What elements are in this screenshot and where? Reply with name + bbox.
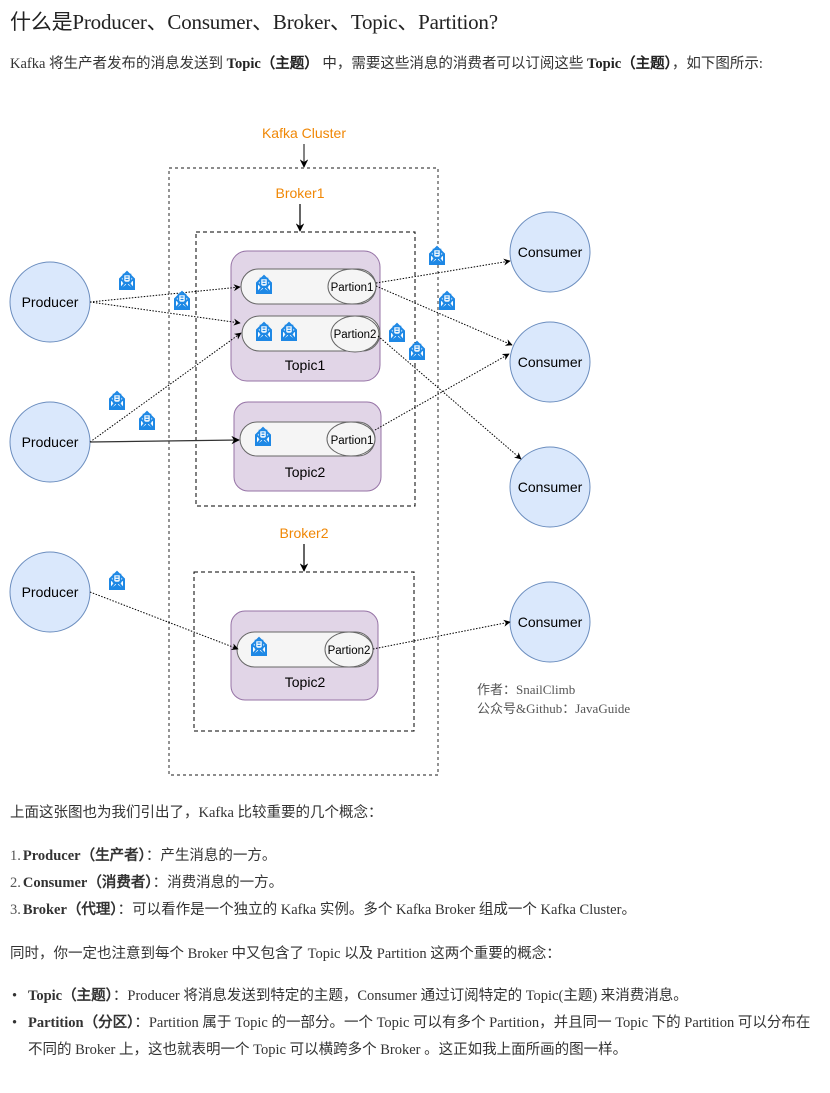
intro-text-3: ，如下图所示:: [671, 56, 763, 72]
producer-label-2: Producer: [22, 434, 79, 450]
consumer-label-1: Consumer: [518, 244, 583, 260]
credit-author: 作者：SnailClimb: [477, 682, 575, 697]
broker2-topic2-partition2-head: [324, 631, 374, 668]
arrow-producer1-to-t1p2: [89, 301, 241, 326]
broker1-topic2-label: Topic2: [285, 464, 326, 480]
arrow-t1p2-to-consumer3: [377, 335, 522, 460]
topic1-partition1-label: Partion1: [331, 282, 374, 294]
list-number: 1.: [10, 848, 21, 864]
consumer-node-1: [509, 211, 591, 293]
message-icon: [174, 291, 190, 310]
broker1-box: [195, 231, 416, 507]
kafka-cluster-box: [168, 167, 439, 776]
intro-bold-topic-1: Topic（主题）: [226, 56, 319, 72]
broker2-label: Broker2: [279, 525, 328, 541]
note-term: Partition（分区）: [28, 1015, 135, 1031]
arrow-b2t2p2-to-consumer4: [372, 619, 511, 650]
note-term: Topic（主题）: [28, 988, 113, 1004]
concepts-list: 1.Producer（生产者）：产生消息的一方。 2.Consumer（消费者）…: [10, 843, 636, 924]
list-item: • Partition（分区）：Partition 属于 Topic 的一部分。一…: [8, 1010, 818, 1064]
intro-paragraph: Kafka 将生产者发布的消息发送到 Topic（主题） 中，需要这些消息的消费…: [10, 50, 830, 78]
message-icon: [439, 291, 455, 310]
consumer-label-3: Consumer: [518, 479, 583, 495]
intro-text-2: 中，需要这些消息的消费者可以订阅这些: [318, 56, 588, 72]
concept-desc: ：消费消息的一方。: [152, 875, 284, 891]
note-desc: ：Partition 属于 Topic 的一部分。一个 Topic 可以有多个 …: [28, 1015, 811, 1058]
message-icon: [109, 391, 125, 410]
message-icon: [429, 246, 445, 265]
list-number: 3.: [10, 902, 21, 918]
notes-intro: 同时，你一定也注意到每个 Broker 中又包含了 Topic 以及 Parti…: [10, 946, 561, 962]
notes-list: • Topic（主题）：Producer 将消息发送到特定的主题，Consumer…: [8, 983, 818, 1064]
list-item: 2.Consumer（消费者）：消费消息的一方。: [10, 870, 636, 897]
producer-label-3: Producer: [22, 584, 79, 600]
arrow-t1p1-to-consumer2: [375, 285, 513, 346]
broker1-topic2-partition1-head: [326, 421, 376, 457]
consumer-label-4: Consumer: [518, 614, 583, 630]
producer-label-1: Producer: [22, 294, 79, 310]
bullet-icon: •: [12, 1015, 18, 1031]
broker1-label: Broker1: [275, 185, 324, 201]
consumer-node-3: [509, 446, 591, 528]
arrow-b1t2p1-to-consumer2: [374, 353, 510, 431]
concept-term: Consumer（消费者）: [22, 875, 153, 891]
message-icon: [119, 271, 135, 290]
list-item: 1.Producer（生产者）：产生消息的一方。: [10, 843, 636, 870]
arrow-producer3-to-b2t2p2: [89, 591, 239, 651]
concept-term: Producer（生产者）: [22, 848, 146, 864]
intro-text-1: Kafka 将生产者发布的消息发送到: [10, 56, 227, 72]
concept-desc: ：产生消息的一方。: [145, 848, 277, 864]
message-icon: [139, 411, 155, 430]
message-icon: [389, 323, 405, 342]
list-item: • Topic（主题）：Producer 将消息发送到特定的主题，Consumer…: [8, 983, 818, 1010]
broker2-topic2-partition2-label: Partion2: [328, 645, 371, 657]
broker1-topic2-partition1-label: Partion1: [331, 435, 374, 447]
list-item: 3.Broker（代理）：可以看作是一个独立的 Kafka 实例。多个 Kafk…: [10, 897, 636, 924]
arrow-producer2-to-t1p2: [89, 332, 242, 443]
concept-term: Broker（代理）: [22, 902, 118, 918]
intro-bold-topic-2: Topic（主题）: [587, 56, 672, 72]
arrow-producer1-to-t1p1: [89, 284, 241, 303]
topic1-label: Topic1: [285, 357, 326, 373]
consumer-node-2: [509, 321, 591, 403]
message-icon: [409, 341, 425, 360]
note-desc: ：Producer 将消息发送到特定的主题，Consumer 通过订阅特定的 T…: [112, 988, 688, 1004]
kafka-architecture-diagram: Kafka Cluster Broker1 Broker2 Partion1 P…: [9, 125, 630, 776]
message-icon: [109, 571, 125, 590]
arrow-producer2-to-b1t2p1: [89, 435, 240, 445]
credit-account: 公众号&Github：JavaGuide: [477, 701, 630, 716]
concept-desc: ：可以看作是一个独立的 Kafka 实例。多个 Kafka Broker 组成一…: [117, 902, 636, 918]
topic1-partition2-label: Partion2: [334, 329, 377, 341]
topic1-partition2-head: [330, 315, 380, 353]
concepts-intro: 上面这张图也为我们引出了，Kafka 比较重要的几个概念：: [10, 805, 383, 821]
consumer-label-2: Consumer: [518, 354, 583, 370]
list-number: 2.: [10, 875, 21, 891]
bullet-icon: •: [12, 988, 18, 1004]
page-heading: 什么是Producer、Consumer、Broker、Topic、Partit…: [10, 10, 498, 34]
broker2-topic2-label: Topic2: [285, 674, 326, 690]
kafka-cluster-label: Kafka Cluster: [262, 125, 346, 141]
